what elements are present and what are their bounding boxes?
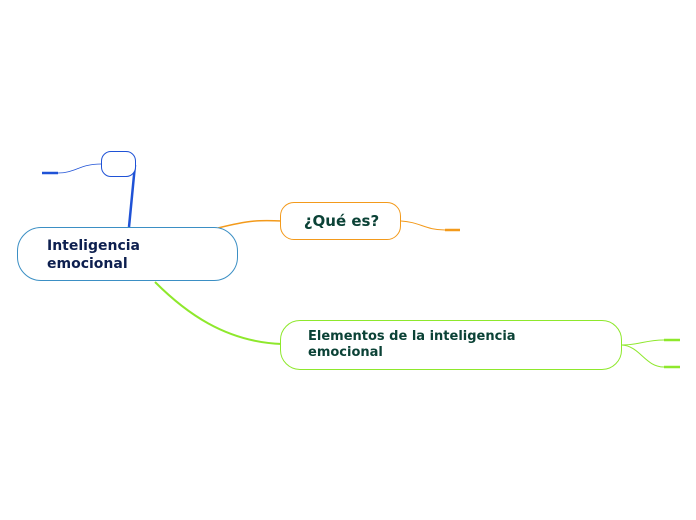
topic-node-que-es[interactable]: ¿Qué es? [280,202,401,240]
topic-node-elementos[interactable]: Elementos de la inteligencia emocional [280,320,622,370]
topic-node-que-es-label: ¿Qué es? [303,212,380,230]
connector-main-to-elementos [154,281,283,345]
central-node[interactable]: Inteligencia emocional [17,227,238,281]
topic-node-empty[interactable] [101,151,136,177]
connector-main-to-que-es [217,219,283,229]
connector-elementos-to-stub-1 [621,339,665,346]
connector-que-es-to-stub [400,220,446,231]
connector-elementos-to-stub-2 [621,344,665,368]
topic-node-elementos-label: Elementos de la inteligencia emocional [308,329,516,360]
connector-empty-node-to-stub [57,163,102,174]
central-node-label: Inteligencia emocional [47,238,140,272]
